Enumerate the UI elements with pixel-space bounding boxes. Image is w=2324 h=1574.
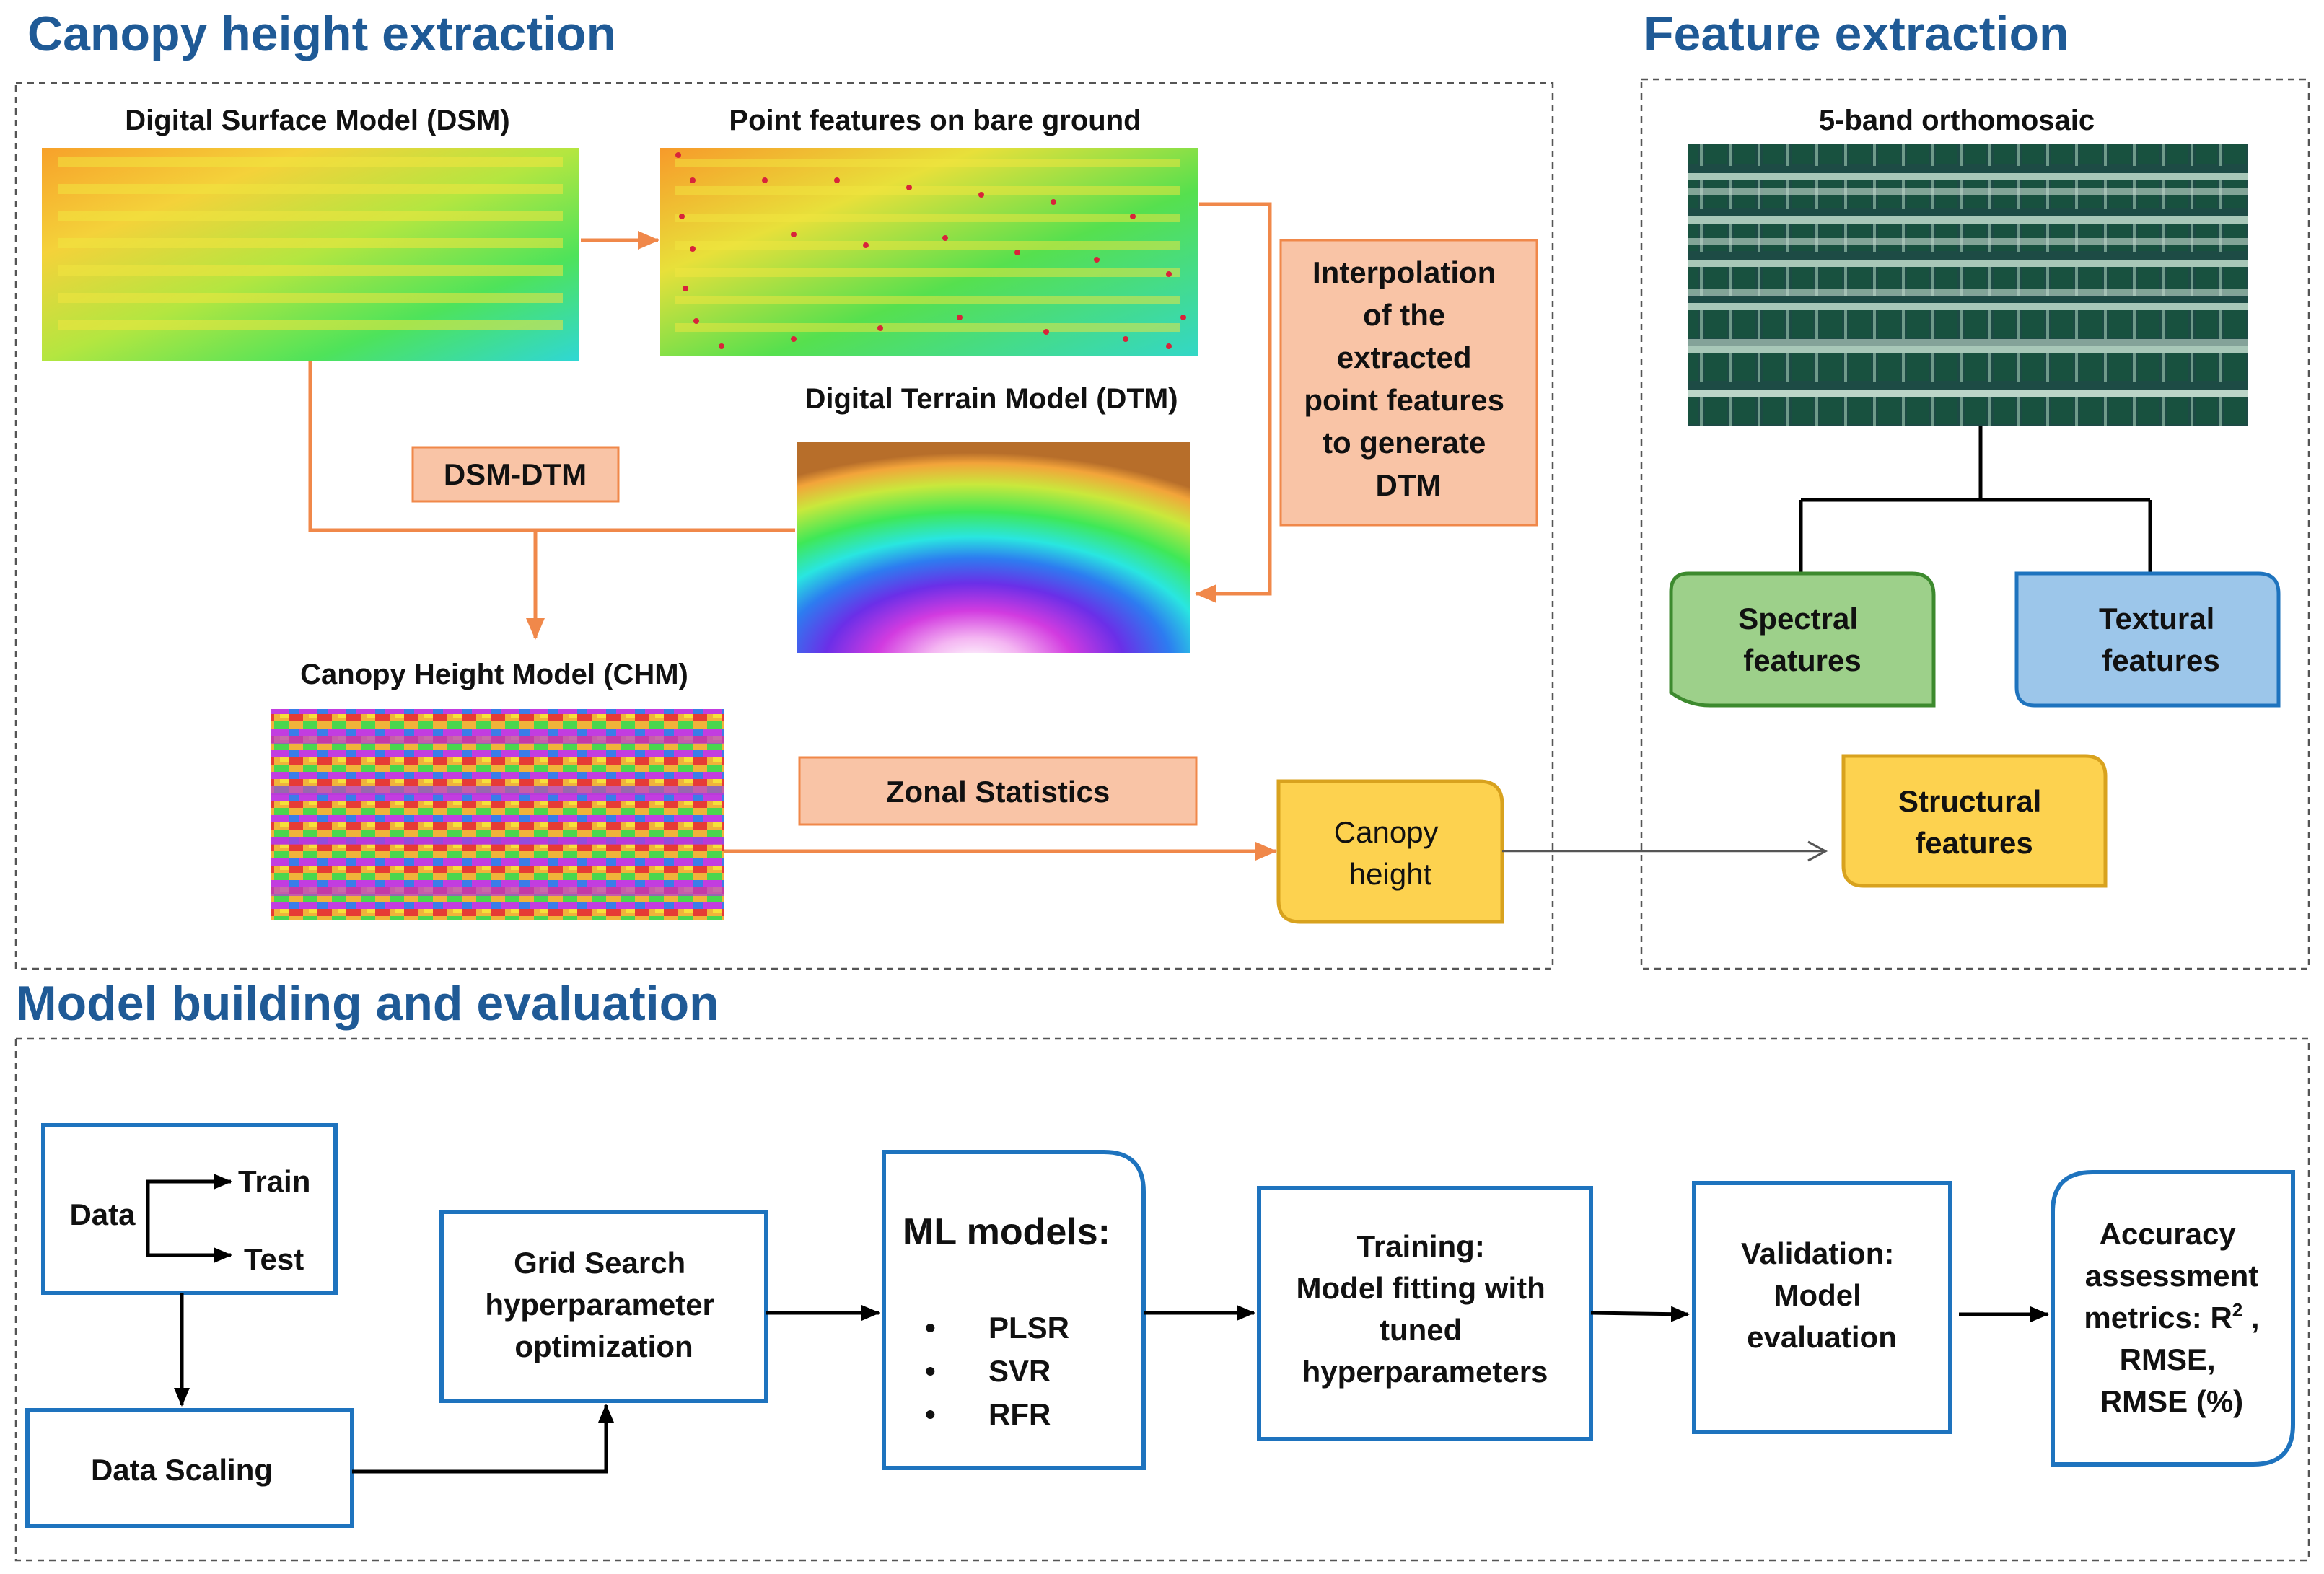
dsm-image: [42, 148, 579, 361]
spectral-features-label: Spectral features: [1738, 602, 1866, 677]
ml-item-rfr: RFR: [988, 1397, 1051, 1431]
training-label: Training: Model fitting with tuned hyper…: [1297, 1229, 1554, 1389]
model-section-frame: [14, 1037, 2310, 1562]
accuracy-metrics-r2: metrics: R2 ,: [2084, 1299, 2259, 1335]
accuracy-label: Accuracy assessment: [2085, 1217, 2259, 1293]
data-label: Data: [69, 1197, 136, 1231]
dsm-dtm-connector: [308, 361, 795, 532]
zonal-statistics-label: Zonal Statistics: [886, 775, 1110, 809]
data-scaling-box: [25, 1408, 354, 1528]
data-scaling-label: Data Scaling: [91, 1453, 273, 1487]
ml-models-title: ML models:: [903, 1211, 1110, 1253]
interpolation-text: Interpolation of the extracted point fea…: [1304, 255, 1512, 502]
validation-box: [1692, 1181, 1952, 1434]
test-label: Test: [244, 1242, 304, 1276]
ml-item-svr: SVR: [988, 1354, 1051, 1388]
train-label: Train: [238, 1164, 310, 1198]
structural-features-box: [1841, 754, 2108, 888]
point-features-image: [660, 148, 1198, 356]
orthomosaic-image: [1688, 144, 2248, 426]
validation-label: Validation: Model evaluation: [1741, 1236, 1903, 1354]
feature-section-frame: [1640, 78, 2310, 970]
orthomosaic-label: 5-band orthomosaic: [1819, 105, 2095, 136]
textural-features-label: Textural features: [2099, 602, 2223, 677]
canopy-height-box: [1276, 779, 1504, 924]
grid-search-box: [439, 1210, 768, 1403]
canopy-height-label: Canopy height: [1334, 815, 1447, 891]
dsm-dtm-label: DSM-DTM: [444, 457, 587, 491]
ml-models-box: [882, 1150, 1146, 1470]
scaling-to-grid-arrow: [352, 1404, 614, 1474]
points-to-dtm-arrow: [1195, 202, 1272, 603]
data-split-box: [41, 1123, 338, 1295]
interpolation-box: [1279, 239, 1538, 527]
chm-image: [271, 709, 724, 920]
training-to-validation-arrow: [1590, 1306, 1690, 1322]
zonal-statistics-box: [798, 756, 1198, 826]
canopy-section-frame: [14, 82, 1554, 970]
ml-bullet-3: •: [925, 1397, 936, 1431]
model-section-heading: Model building and evaluation: [16, 976, 719, 1031]
split-arrows: [146, 1174, 232, 1263]
structural-features-label: Structural features: [1898, 784, 2050, 860]
ml-bullet-2: •: [925, 1354, 936, 1388]
grid-search-label: Grid Search hyperparameter optimization: [485, 1246, 722, 1363]
accuracy-metrics-rmse: RMSE, RMSE (%): [2100, 1342, 2243, 1418]
feature-section-heading: Feature extraction: [1644, 6, 2069, 61]
dsm-dtm-box: [411, 446, 620, 503]
feature-tree-connector: [1799, 426, 2152, 573]
dsm-label: Digital Surface Model (DSM): [125, 105, 509, 136]
textural-features-box: [2014, 571, 2281, 708]
chm-label: Canopy Height Model (CHM): [300, 659, 688, 690]
ml-bullet-1: •: [925, 1311, 936, 1345]
spectral-features-box: [1669, 571, 1936, 708]
points-label: Point features on bare ground: [729, 105, 1141, 136]
training-box: [1257, 1186, 1593, 1441]
canopy-section-heading: Canopy height extraction: [27, 6, 616, 61]
ml-item-plsr: PLSR: [988, 1311, 1069, 1345]
accuracy-box: [2051, 1170, 2295, 1467]
dtm-label: Digital Terrain Model (DTM): [804, 383, 1178, 415]
dtm-image: [797, 442, 1190, 653]
